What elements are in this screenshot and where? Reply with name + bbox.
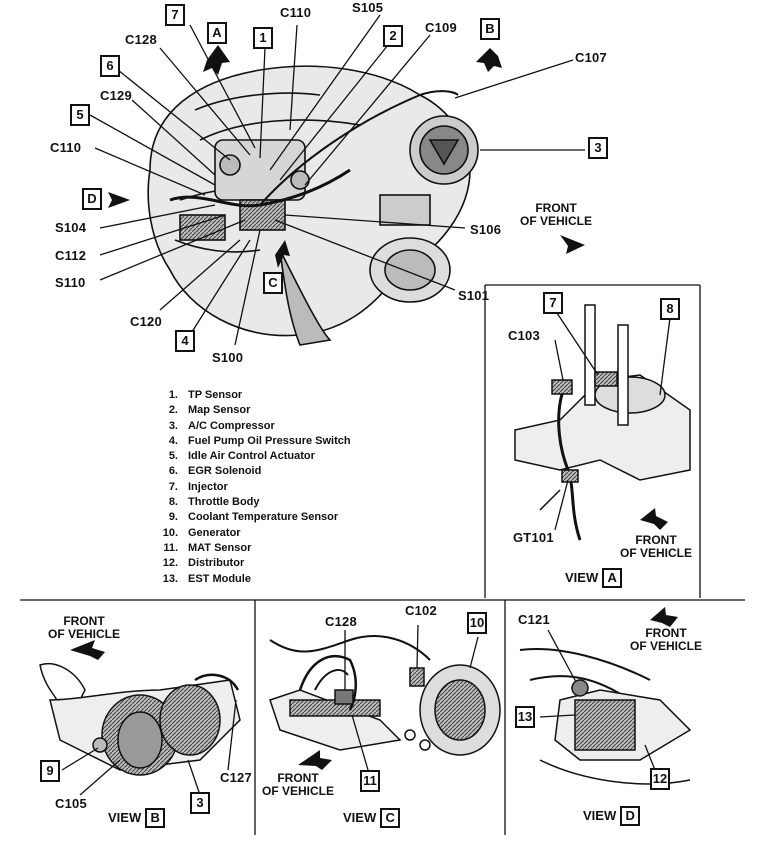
box-7: 7 bbox=[165, 4, 185, 26]
view-d-drawing bbox=[519, 648, 692, 785]
view-d-front-arrow bbox=[650, 607, 678, 627]
legend-item: 13.EST Module bbox=[162, 572, 251, 585]
callout-c112: C112 bbox=[55, 248, 87, 263]
view-b-front-arrow bbox=[70, 640, 105, 660]
callout-c128: C128 bbox=[125, 32, 157, 47]
callout-s110: S110 bbox=[55, 275, 86, 290]
view-b-front-of-vehicle-label: FRONT OF VEHICLE bbox=[48, 614, 121, 641]
callout-c129: C129 bbox=[100, 88, 132, 103]
box-a: A bbox=[207, 22, 227, 44]
view-a-leaders bbox=[554, 309, 671, 531]
box-4: 4 bbox=[175, 330, 195, 352]
component-legend: 1.TP Sensor 2.Map Sensor 3.A/C Compresso… bbox=[150, 388, 351, 587]
box-c: C bbox=[263, 272, 283, 294]
callout-s100: S100 bbox=[212, 350, 244, 365]
box-d: D bbox=[82, 188, 102, 210]
legend-item: 5.Idle Air Control Actuator bbox=[168, 450, 315, 463]
main-leader-lines bbox=[89, 14, 585, 346]
callout-c109: C109 bbox=[425, 20, 457, 35]
view-d-leaders bbox=[539, 629, 656, 771]
legend-item: 7.Injector bbox=[168, 480, 228, 493]
main-front-of-vehicle-label: FRONT OF VEHICLE bbox=[520, 201, 593, 228]
legend-item: 6.EGR Solenoid bbox=[168, 465, 262, 478]
view-b-drawing bbox=[39, 663, 241, 776]
callout-c110-top: C110 bbox=[280, 5, 312, 20]
callout-s104: S104 bbox=[55, 220, 87, 235]
view-a-box-7: 7 bbox=[543, 292, 563, 314]
view-a-front-arrow bbox=[640, 508, 668, 530]
legend-item: 4.Fuel Pump Oil Pressure Switch bbox=[168, 434, 351, 447]
view-a-box-8: 8 bbox=[660, 298, 680, 320]
view-b-box-3: 3 bbox=[190, 792, 210, 814]
callout-s105: S105 bbox=[352, 0, 384, 15]
legend-item: 9.Coolant Temperature Sensor bbox=[168, 511, 339, 524]
callout-c120: C120 bbox=[130, 314, 162, 329]
view-a-drawing bbox=[514, 304, 691, 541]
view-c-callout-c128: C128 bbox=[325, 614, 357, 629]
legend-item: 1.TP Sensor bbox=[168, 389, 243, 401]
legend-item: 11.MAT Sensor bbox=[163, 541, 252, 554]
box-5: 5 bbox=[70, 104, 90, 126]
legend-item: 12.Distributor bbox=[162, 557, 245, 570]
view-b-callout-c127: C127 bbox=[220, 770, 252, 785]
view-a-front-of-vehicle-label: FRONT OF VEHICLE bbox=[620, 533, 693, 560]
view-c-leaders bbox=[344, 624, 479, 771]
box-b: B bbox=[480, 18, 500, 40]
panel-borders bbox=[20, 284, 745, 835]
box-6: 6 bbox=[100, 55, 120, 77]
main-direction-arrows bbox=[108, 45, 585, 268]
legend-item: 8.Throttle Body bbox=[168, 496, 260, 509]
view-a-callout-c103: C103 bbox=[508, 328, 540, 343]
view-c-front-arrow bbox=[298, 750, 332, 770]
view-c-callout-c102: C102 bbox=[405, 603, 437, 618]
view-c-front-of-vehicle-label: FRONT OF VEHICLE bbox=[262, 771, 335, 798]
view-c-box-11: 11 bbox=[360, 770, 380, 792]
view-d-callout-c121: C121 bbox=[518, 612, 550, 627]
view-c-drawing bbox=[269, 635, 501, 756]
callout-s106: S106 bbox=[470, 222, 502, 237]
view-b-callout-c105: C105 bbox=[55, 796, 87, 811]
view-d-box-13: 13 bbox=[515, 706, 535, 728]
view-a-callout-gt101: GT101 bbox=[513, 530, 554, 545]
legend-item: 10.Generator bbox=[162, 526, 241, 539]
box-1: 1 bbox=[253, 27, 273, 49]
box-3: 3 bbox=[588, 137, 608, 159]
legend-item: 2.Map Sensor bbox=[168, 404, 251, 417]
callout-c107: C107 bbox=[575, 50, 607, 65]
callout-c110-left: C110 bbox=[50, 140, 82, 155]
view-b-leaders bbox=[61, 699, 237, 796]
legend-item: 3.A/C Compressor bbox=[168, 419, 275, 432]
callout-s101: S101 bbox=[458, 288, 490, 303]
engine-drawing bbox=[147, 65, 479, 346]
view-d-box-12: 12 bbox=[650, 768, 670, 790]
box-2: 2 bbox=[383, 25, 403, 47]
view-b-box-9: 9 bbox=[40, 760, 60, 782]
view-d-front-of-vehicle-label: FRONT OF VEHICLE bbox=[630, 626, 703, 653]
view-c-box-10: 10 bbox=[467, 612, 487, 634]
